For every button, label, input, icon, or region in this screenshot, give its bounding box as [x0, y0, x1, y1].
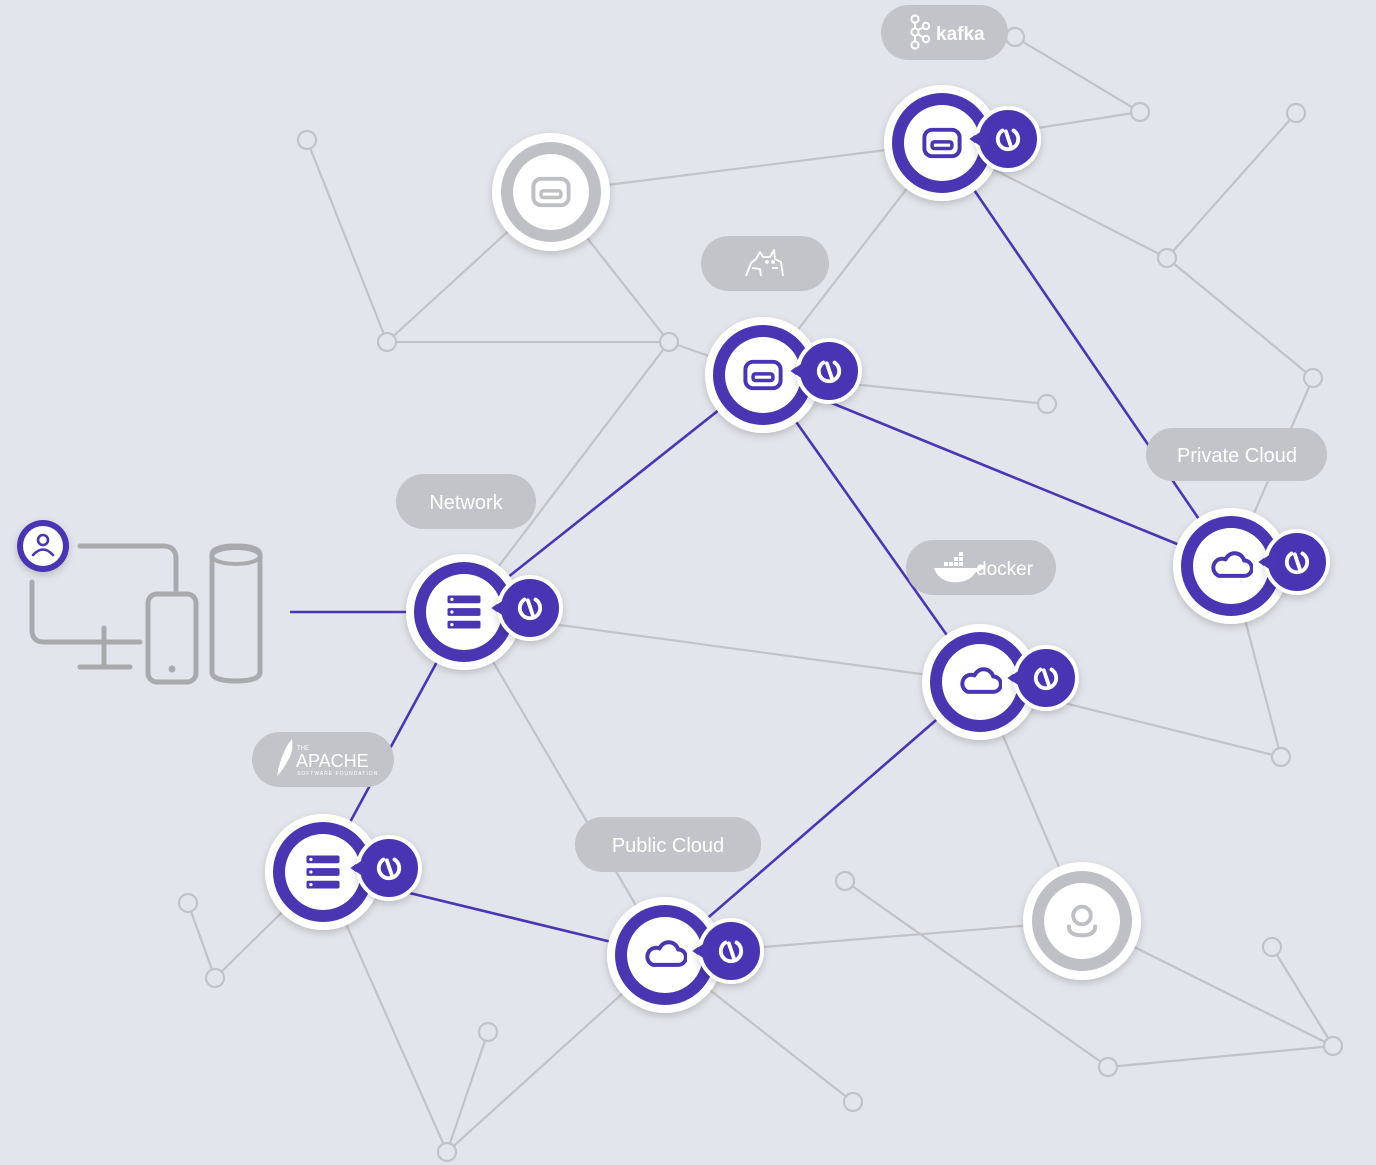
public-cloud-label: Public Cloud	[575, 817, 761, 872]
junction-dot	[1285, 102, 1307, 124]
connection-line	[186, 902, 217, 979]
junction-dot	[376, 331, 398, 353]
junction-dot	[1261, 936, 1283, 958]
tomcat-label	[701, 236, 829, 291]
user-icon[interactable]	[17, 520, 69, 572]
private-cloud-label-text: Private Cloud	[1177, 445, 1297, 467]
kafka-label: kafka	[881, 5, 1008, 60]
connection-line	[1166, 257, 1314, 379]
junction-dot	[477, 1021, 499, 1043]
status-badge-icon[interactable]	[964, 106, 1041, 172]
junction-dot	[204, 967, 226, 989]
label-pills: kafka Network Private Cloud	[252, 5, 1327, 872]
active-connection-line	[463, 373, 764, 614]
node-location-inactive[interactable]	[1023, 862, 1141, 980]
active-connection-line	[761, 374, 982, 683]
kafka-logo-icon	[910, 14, 931, 50]
node-core	[1044, 883, 1120, 959]
status-badge-icon[interactable]	[345, 835, 422, 901]
apache-logo-text: APACHE	[296, 751, 369, 771]
node-core	[1193, 528, 1269, 604]
active-connection-line	[940, 142, 1233, 567]
apache-sub-text: SOFTWARE FOUNDATION	[297, 771, 378, 777]
node-core	[627, 917, 703, 993]
private-cloud-label: Private Cloud	[1146, 428, 1327, 481]
connection-line	[1166, 112, 1297, 259]
server-stack-icon	[306, 855, 340, 889]
junction-dot	[658, 331, 680, 353]
apache-label: THE APACHE SOFTWARE FOUNDATION	[252, 732, 394, 787]
docker-label: docker	[906, 540, 1056, 595]
junction-dot	[1156, 247, 1178, 269]
connection-line	[445, 1031, 490, 1153]
junction-dot	[436, 1141, 458, 1163]
status-badge-icon[interactable]	[1002, 645, 1079, 711]
client-devices	[17, 520, 263, 685]
public-cloud-label-text: Public Cloud	[612, 835, 724, 857]
server-stack-icon	[447, 595, 481, 629]
connection-line	[305, 139, 389, 343]
status-badge-icon[interactable]	[486, 575, 563, 641]
node-gateway-center[interactable]	[705, 317, 862, 433]
junction-dot	[296, 129, 318, 151]
inactive-connections	[186, 36, 1334, 1153]
node-network-server[interactable]	[406, 554, 563, 670]
connection-line	[1107, 1044, 1334, 1069]
junction-dot	[1036, 393, 1058, 415]
service-nodes	[265, 85, 1330, 1013]
active-connection-line	[664, 681, 981, 956]
apache-small-text: THE	[297, 746, 309, 752]
active-connections	[290, 142, 1233, 957]
node-apache-server[interactable]	[265, 814, 422, 930]
connection-line	[550, 141, 943, 194]
kafka-logo-text: kafka	[936, 24, 985, 45]
network-label-text: Network	[429, 492, 503, 514]
connection-line	[463, 611, 666, 956]
network-label: Network	[396, 474, 536, 529]
desktop-monitor-icon	[29, 543, 179, 670]
junction-dot	[1097, 1056, 1119, 1078]
connection-line	[1271, 946, 1334, 1047]
junction-dot	[1004, 26, 1026, 48]
smartphone-icon	[145, 591, 199, 685]
node-public-cloud[interactable]	[607, 897, 764, 1013]
junction-dot	[1270, 746, 1292, 768]
connection-line	[1014, 36, 1141, 113]
node-gateway-inactive[interactable]	[492, 133, 610, 251]
connection-line	[844, 880, 1109, 1068]
junction-dot	[1129, 101, 1151, 123]
junction-dot	[177, 892, 199, 914]
junction-dot	[834, 870, 856, 892]
node-private-cloud[interactable]	[1173, 508, 1330, 624]
docker-whale-icon	[934, 552, 986, 583]
junction-dot	[842, 1091, 864, 1113]
status-badge-icon[interactable]	[1253, 529, 1330, 595]
status-badge-icon[interactable]	[687, 918, 764, 984]
tomcat-cat-icon	[745, 249, 784, 277]
status-badge-icon[interactable]	[785, 338, 862, 404]
apache-feather-icon	[277, 739, 293, 776]
junction-dot	[1322, 1035, 1344, 1057]
active-connection-line	[762, 373, 1232, 568]
node-docker-cloud[interactable]	[922, 624, 1079, 740]
junction-points	[177, 26, 1344, 1163]
docker-logo-text: docker	[976, 559, 1034, 580]
junction-dot	[1302, 367, 1324, 389]
node-core	[942, 644, 1018, 720]
smart-speaker-icon	[209, 543, 263, 684]
node-gateway-top[interactable]	[884, 85, 1041, 201]
